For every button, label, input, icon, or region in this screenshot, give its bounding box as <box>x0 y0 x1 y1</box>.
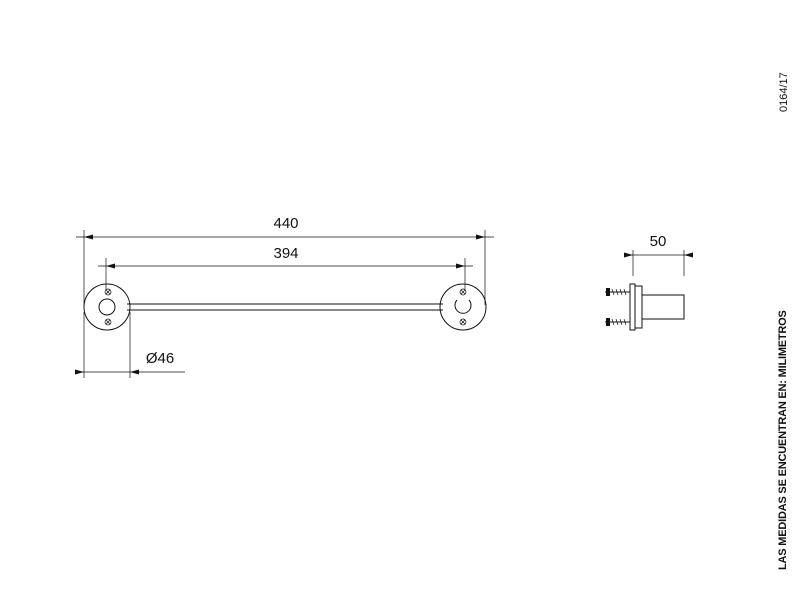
dimension-projection-label: 50 <box>650 233 667 250</box>
side-view: 50 <box>605 233 693 331</box>
side-bar-end <box>641 294 685 320</box>
dimension-overall-length-label: 440 <box>273 215 298 232</box>
right-flange <box>439 283 487 331</box>
front-view: 440 394 <box>75 215 494 378</box>
dimension-projection: 50 <box>624 233 693 276</box>
wall-screws <box>605 288 630 326</box>
dimension-bar-length-label: 394 <box>273 245 298 262</box>
left-flange <box>83 283 131 331</box>
side-flange <box>629 283 643 331</box>
dimension-bar-length: 394 <box>98 245 473 290</box>
towel-bar <box>127 303 443 311</box>
units-note: LAS MEDIDAS SE ENCUENTRAN EN: MILIMETROS <box>777 310 789 570</box>
dimension-overall-length: 440 <box>76 215 494 305</box>
dimension-flange-diameter-label: Ø46 <box>146 350 174 367</box>
reference-code: 0164/17 <box>778 72 790 112</box>
dimension-flange-diameter: Ø46 <box>75 312 185 378</box>
